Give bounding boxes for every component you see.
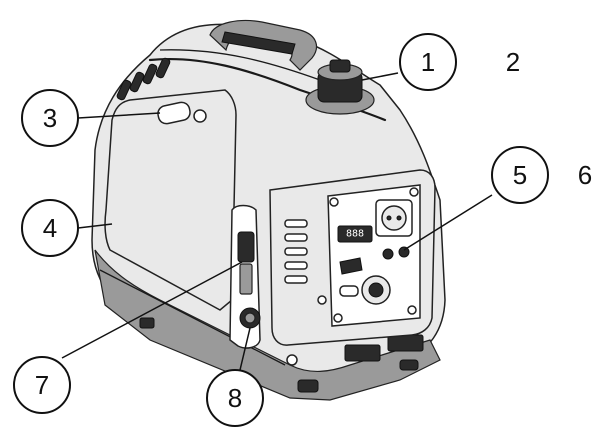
vent-slot [284,219,308,228]
callout-6: 6 [578,160,592,190]
reset-button [339,285,359,297]
vent-grill [387,334,424,352]
ac-outlet-socket [381,205,407,231]
rubber-foot [399,359,419,371]
handle-grip [221,31,296,55]
leader-line-1 [361,72,399,81]
outlet-pin [386,215,392,221]
rubber-foot [297,379,319,393]
callout-3: 3 [21,89,79,147]
callout-label: 7 [35,370,49,400]
callout-5: 5 [491,146,549,204]
vent-slot [284,275,308,284]
panel-screw [409,187,419,197]
callout-label: 5 [513,160,527,190]
outlet-pin [396,215,402,221]
leader-line-7 [61,261,243,359]
vent-slot [155,57,171,79]
callout-label: 1 [421,47,435,77]
indicator-light [398,246,410,258]
callout-label: 4 [43,213,57,243]
frame-screw [286,354,298,366]
fuel-cap-knob [329,59,351,73]
base-frame [94,249,441,401]
digital-display [337,225,373,243]
indicator-lights [382,246,410,260]
recoil-starter-knob-inner [244,312,256,324]
callout-label: 8 [228,383,242,413]
top-cover-line [159,49,321,81]
callout-2: 2 [506,47,520,77]
choke-slot [157,101,191,125]
leader-line-8 [239,327,251,371]
callout-label: 2 [506,47,520,77]
panel-vents [284,219,308,284]
vent-slot [284,247,308,256]
display-text: 888 [346,229,364,240]
left-vents [116,57,171,101]
recoil-starter-handle [239,307,261,329]
panel-screw [329,197,339,207]
vent-slot [284,233,308,242]
bottom-vents [344,334,424,362]
choke-screw [193,109,207,123]
panel-screw [333,313,343,323]
fuel-valve-body [239,263,253,295]
callout-7: 7 [13,356,71,414]
frame-screw [317,295,327,305]
callout-1: 1 [399,33,457,91]
vent-slot [129,71,145,93]
vent-grill [344,344,381,362]
callout-8: 8 [206,369,264,427]
vent-slot [142,63,158,85]
panel-screw [407,305,417,315]
leader-lines [61,72,493,371]
leader-line-5 [403,194,493,251]
callout-label: 6 [578,160,592,190]
vent-slot [284,261,308,270]
fuel-cap [305,59,375,115]
rubber-foot [139,317,155,329]
eco-switch-icon [339,257,363,275]
leader-line-4 [77,223,113,229]
generator-illustration: 888 [91,19,446,401]
fuel-valve-lever [237,231,255,263]
callout-label: 3 [43,103,57,133]
base-frame-line [99,269,286,366]
leader-line-3 [77,112,161,119]
callout-4: 4 [21,199,79,257]
dc-outlet-inner [368,282,384,298]
side-cover-panel [104,89,237,311]
choke-lever-area [157,101,207,125]
vent-slot [116,79,132,101]
indicator-light [382,248,394,260]
